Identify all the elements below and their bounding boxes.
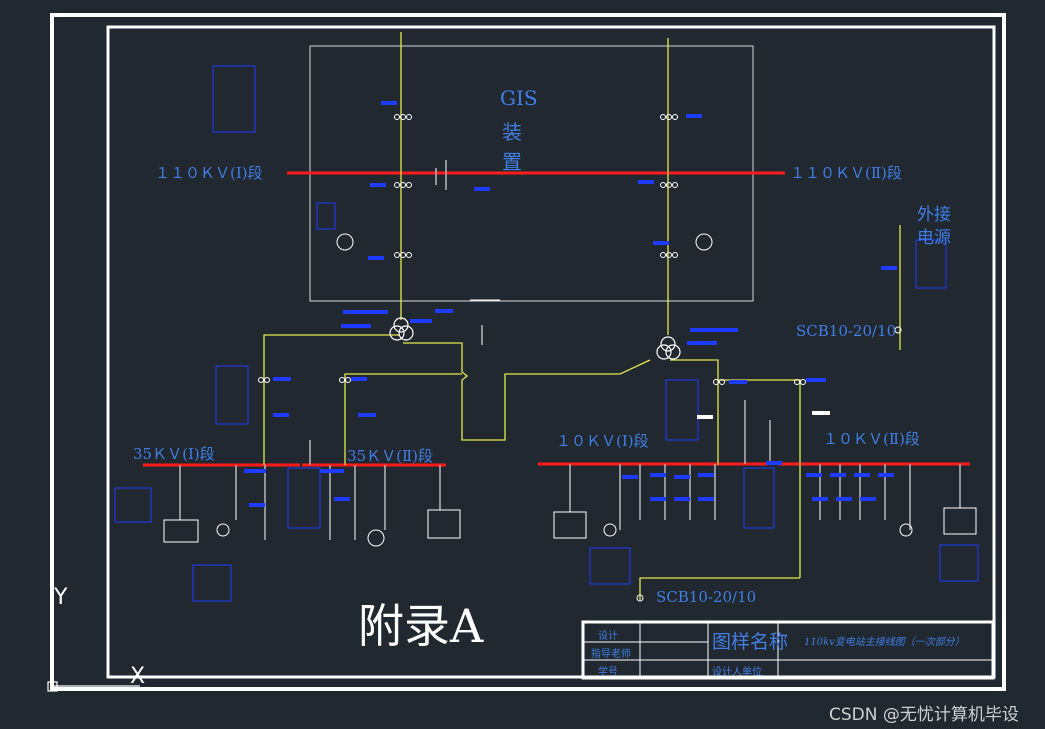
tb-design-label: 设计 bbox=[598, 631, 618, 642]
switchgear-glyphs bbox=[163, 114, 977, 602]
axis-x-label: X bbox=[130, 664, 146, 689]
white-mark-2 bbox=[812, 411, 830, 415]
external-source-label-1: 外接 bbox=[917, 205, 951, 225]
bus-110kv-1-label: １１０ＫＶ(Ⅰ)段 bbox=[155, 164, 263, 182]
title-block-frame bbox=[581, 620, 995, 680]
external-source-label-2: 电源 bbox=[917, 228, 951, 248]
tag-highlights bbox=[244, 101, 897, 507]
gis-label-line2: 装 bbox=[502, 120, 522, 144]
tb-drawing-name-label: 图样名称 bbox=[712, 631, 789, 653]
tb-drawing-title: 110kv变电站主接线图（一次部分） bbox=[804, 637, 965, 648]
bus-110kv-2-label: １１０ＫＶ(Ⅱ)段 bbox=[790, 164, 902, 182]
inner-frame bbox=[106, 25, 996, 679]
yellow-wiring bbox=[263, 32, 901, 600]
feeder-stubs bbox=[179, 400, 961, 540]
tb-student-id-label: 学号 bbox=[598, 667, 618, 678]
appendix-title: 附录A bbox=[358, 599, 484, 653]
tb-advisor-label: 指导老师 bbox=[591, 649, 631, 660]
bus-10kv-1-label: １０ＫＶ(Ⅰ)段 bbox=[556, 432, 649, 450]
transformer-2 bbox=[656, 336, 681, 360]
axis-y-label: Y bbox=[54, 585, 68, 610]
bus-35kv-2-label: 35ＫＶ(Ⅱ)段 bbox=[347, 447, 433, 465]
bus-35kv-1-label: 35ＫＶ(Ⅰ)段 bbox=[133, 445, 215, 463]
watermark: CSDN @无忧计算机毕设 bbox=[829, 705, 1019, 725]
annotation-boxes bbox=[114, 65, 979, 602]
gis-label-line3: 置 bbox=[502, 150, 522, 174]
scb-lower-label: SCB10-20/10 bbox=[656, 588, 757, 606]
gis-label-line1: GIS bbox=[500, 86, 538, 110]
bus-10kv-2-label: １０ＫＶ(Ⅱ)段 bbox=[823, 430, 920, 448]
scb-upper-label: SCB10-20/10 bbox=[796, 322, 897, 340]
ucs-axis-icon bbox=[47, 600, 140, 692]
white-mark-1 bbox=[697, 415, 713, 419]
transformer-1 bbox=[389, 317, 414, 341]
outer-frame bbox=[50, 13, 1006, 691]
tb-designer-unit-label: 设计人单位 bbox=[712, 667, 762, 678]
